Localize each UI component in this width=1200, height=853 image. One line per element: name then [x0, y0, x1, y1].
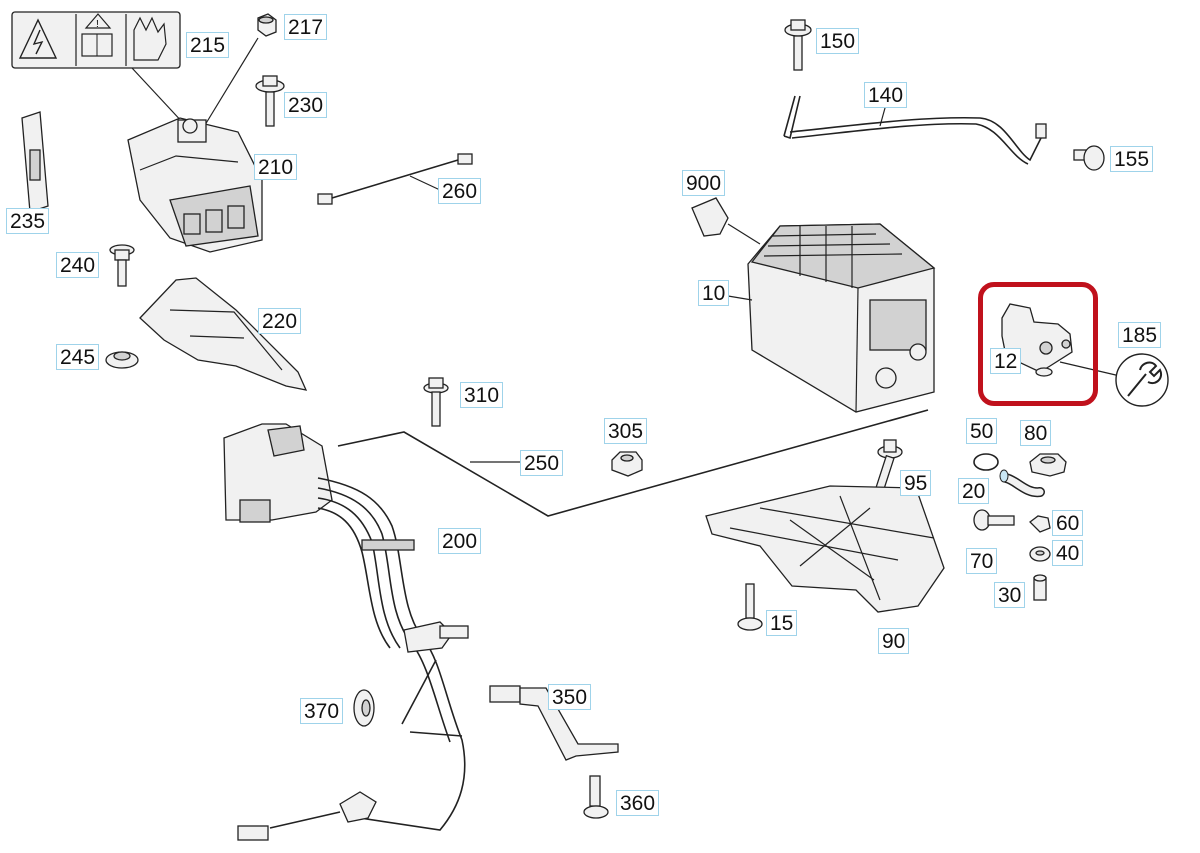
warning-label-part: !: [11, 11, 181, 69]
callout-80[interactable]: 80: [1020, 420, 1052, 446]
nut-part-80: [1029, 453, 1067, 477]
hv-distributor-part-210: [127, 117, 263, 253]
callout-250[interactable]: 250: [520, 450, 564, 476]
clamp-part-50: [973, 453, 999, 471]
highlight-frame: [978, 282, 1098, 406]
nut-part-305: [611, 451, 643, 477]
callout-305[interactable]: 305: [604, 418, 648, 444]
callout-60[interactable]: 60: [1052, 510, 1084, 536]
callout-200[interactable]: 200: [438, 528, 482, 554]
callout-185[interactable]: 185: [1118, 322, 1162, 348]
bracket-part-350: [489, 685, 619, 761]
callout-260[interactable]: 260: [438, 178, 482, 204]
callout-70[interactable]: 70: [966, 548, 998, 574]
wiring-harness-part-200: [223, 423, 469, 841]
bolt-part-360: [583, 775, 609, 819]
tray-part-90: [705, 485, 945, 613]
bolt-part-95: [873, 439, 903, 498]
callout-235[interactable]: 235: [6, 208, 50, 234]
callout-150[interactable]: 150: [816, 28, 860, 54]
bolt-part-230: [255, 75, 285, 127]
cap-part-900: [691, 197, 729, 237]
callout-370[interactable]: 370: [300, 698, 344, 724]
washer-part-40: [1029, 546, 1051, 562]
read-manual-icon: !: [81, 13, 113, 57]
nut-part-245: [105, 351, 139, 369]
callout-95[interactable]: 95: [900, 470, 932, 496]
callout-15[interactable]: 15: [766, 610, 798, 636]
hose-part-20: [999, 469, 1045, 498]
bolt-part-310: [423, 377, 449, 427]
bolt-part-15: [737, 583, 763, 631]
screw-part-155: [1073, 145, 1105, 171]
cable-part-260: [317, 153, 473, 205]
cover-plate-part-235: [21, 111, 49, 213]
callout-240[interactable]: 240: [56, 252, 100, 278]
bolt-part-240: [109, 244, 135, 287]
high-voltage-warning-icon: [18, 18, 58, 59]
callout-90[interactable]: 90: [878, 628, 910, 654]
nut-part-217: [257, 13, 277, 37]
nut-part-60: [1029, 515, 1051, 533]
ground-cable-part-140: [783, 95, 1047, 165]
callout-245[interactable]: 245: [56, 344, 100, 370]
cable-path-250: [337, 409, 929, 517]
callout-30[interactable]: 30: [994, 582, 1026, 608]
callout-50[interactable]: 50: [966, 418, 998, 444]
callout-350[interactable]: 350: [548, 684, 592, 710]
callout-40[interactable]: 40: [1052, 540, 1084, 566]
bracket-part-220: [139, 277, 308, 391]
callout-12[interactable]: 12: [990, 348, 1022, 374]
pin-part-30: [1033, 574, 1047, 601]
callout-900[interactable]: 900: [682, 170, 726, 196]
callout-210[interactable]: 210: [254, 154, 298, 180]
callout-217[interactable]: 217: [284, 14, 328, 40]
svg-text:!: !: [96, 19, 99, 30]
callout-310[interactable]: 310: [460, 382, 504, 408]
callout-360[interactable]: 360: [616, 790, 660, 816]
battery-part-10: [747, 223, 936, 413]
callout-155[interactable]: 155: [1110, 146, 1154, 172]
bolt-part-70: [973, 509, 1015, 531]
bolt-part-150: [784, 19, 812, 71]
callout-220[interactable]: 220: [258, 308, 302, 334]
callout-140[interactable]: 140: [864, 82, 908, 108]
callout-20[interactable]: 20: [958, 478, 990, 504]
nut-part-370: [353, 689, 375, 727]
callout-215[interactable]: 215: [186, 32, 230, 58]
callout-230[interactable]: 230: [284, 92, 328, 118]
callout-10[interactable]: 10: [698, 280, 730, 306]
wrench-tool-icon: [1115, 353, 1169, 407]
protective-gloves-icon: [133, 16, 167, 61]
